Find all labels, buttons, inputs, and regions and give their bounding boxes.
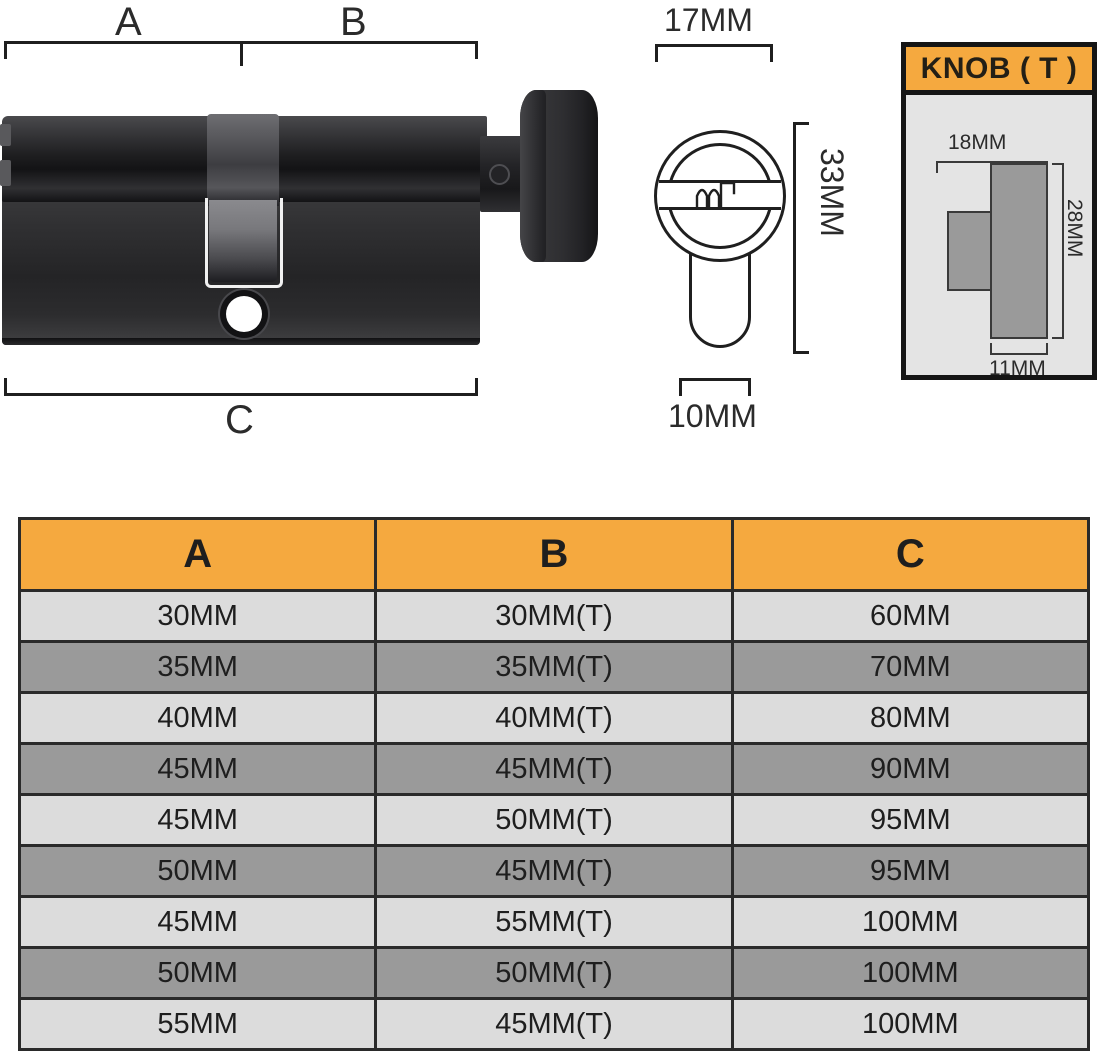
knob-height-bracket [1052, 163, 1064, 339]
column-header-b: B [374, 517, 734, 592]
table-row: 55MM 45MM(T) 100MM [17, 997, 1091, 1051]
size-specification-table: A B C 30MM 30MM(T) 60MM 35MM 35MM(T) 70M… [17, 517, 1091, 1051]
knob-stem-shape [947, 211, 992, 291]
fixing-screw-hole [226, 296, 262, 332]
knob-width-label: 18MM [948, 131, 1007, 154]
cell-b: 45MM(T) [374, 742, 734, 796]
cell-b: 45MM(T) [374, 997, 734, 1051]
cell-c: 70MM [730, 640, 1091, 694]
cell-a: 45MM [17, 742, 378, 796]
cam-tongue-outline [205, 198, 283, 288]
side-width-label: 17MM [664, 2, 753, 38]
cell-a: 50MM [17, 844, 378, 898]
knob-panel-body: 18MM 28MM 11MM [906, 95, 1092, 380]
keyway-slot-upper [0, 124, 11, 146]
cell-b: 35MM(T) [374, 640, 734, 694]
cell-b: 50MM(T) [374, 793, 734, 847]
table-row: 45MM 55MM(T) 100MM [17, 895, 1091, 949]
dimension-label-c: C [225, 398, 254, 442]
dimension-tick-ab-middle [240, 44, 243, 66]
keyway-slot-lower [0, 160, 11, 186]
cell-c: 100MM [730, 946, 1091, 1000]
cam-tongue [209, 200, 277, 282]
dimension-label-a: A [115, 0, 142, 44]
lock-side-cross-section [648, 120, 798, 360]
lock-barrel-right [272, 116, 487, 202]
thumbturn-knob-face [520, 90, 546, 262]
table-row: 50MM 50MM(T) 100MM [17, 946, 1091, 1000]
cell-c: 90MM [730, 742, 1091, 796]
diagram-area: A B C 17MM 33MM 10MM [0, 0, 1107, 500]
dimension-bracket-ab [4, 41, 478, 66]
cell-b: 50MM(T) [374, 946, 734, 1000]
cell-c: 60MM [730, 589, 1091, 643]
table-row: 35MM 35MM(T) 70MM [17, 640, 1091, 694]
cell-c: 100MM [730, 895, 1091, 949]
table-row: 45MM 50MM(T) 95MM [17, 793, 1091, 847]
cell-a: 45MM [17, 793, 378, 847]
side-width-bracket [655, 44, 773, 62]
side-height-bracket [793, 122, 809, 354]
thumbturn-set-screw [489, 164, 510, 185]
table-row: 40MM 40MM(T) 80MM [17, 691, 1091, 745]
keyway-warding-icon [695, 181, 736, 210]
cell-b: 30MM(T) [374, 589, 734, 643]
knob-panel-title: KNOB ( T ) [920, 51, 1078, 85]
knob-stem-width-label: 11MM [989, 357, 1046, 380]
dimension-bracket-c [4, 378, 478, 396]
cell-c: 80MM [730, 691, 1091, 745]
knob-head-shape [990, 163, 1048, 339]
knob-detail-panel: KNOB ( T ) 18MM 28MM 11MM [901, 42, 1097, 380]
table-row: 50MM 45MM(T) 95MM [17, 844, 1091, 898]
column-header-a: A [17, 517, 378, 592]
side-shaft-width-bracket [679, 378, 751, 396]
knob-panel-header: KNOB ( T ) [906, 47, 1092, 95]
cell-b: 40MM(T) [374, 691, 734, 745]
cell-c: 95MM [730, 844, 1091, 898]
cell-a: 55MM [17, 997, 378, 1051]
cam-collar [207, 114, 279, 206]
cell-c: 95MM [730, 793, 1091, 847]
knob-height-label: 28MM [1063, 199, 1086, 258]
knob-stem-width-bracket [990, 343, 1048, 355]
cell-a: 45MM [17, 895, 378, 949]
side-shaft-width-label: 10MM [668, 398, 757, 434]
cell-b: 55MM(T) [374, 895, 734, 949]
table-row: 45MM 45MM(T) 90MM [17, 742, 1091, 796]
column-header-c: C [730, 517, 1091, 592]
lock-barrel-left [2, 116, 212, 202]
table-row: 30MM 30MM(T) 60MM [17, 589, 1091, 643]
cell-c: 100MM [730, 997, 1091, 1051]
cell-b: 45MM(T) [374, 844, 734, 898]
lock-cylinder-front-view [0, 88, 620, 363]
cell-a: 40MM [17, 691, 378, 745]
dimension-label-b: B [340, 0, 367, 44]
table-header-row: A B C [17, 517, 1091, 592]
cell-a: 30MM [17, 589, 378, 643]
cell-a: 35MM [17, 640, 378, 694]
cell-a: 50MM [17, 946, 378, 1000]
side-height-label: 33MM [814, 148, 850, 237]
